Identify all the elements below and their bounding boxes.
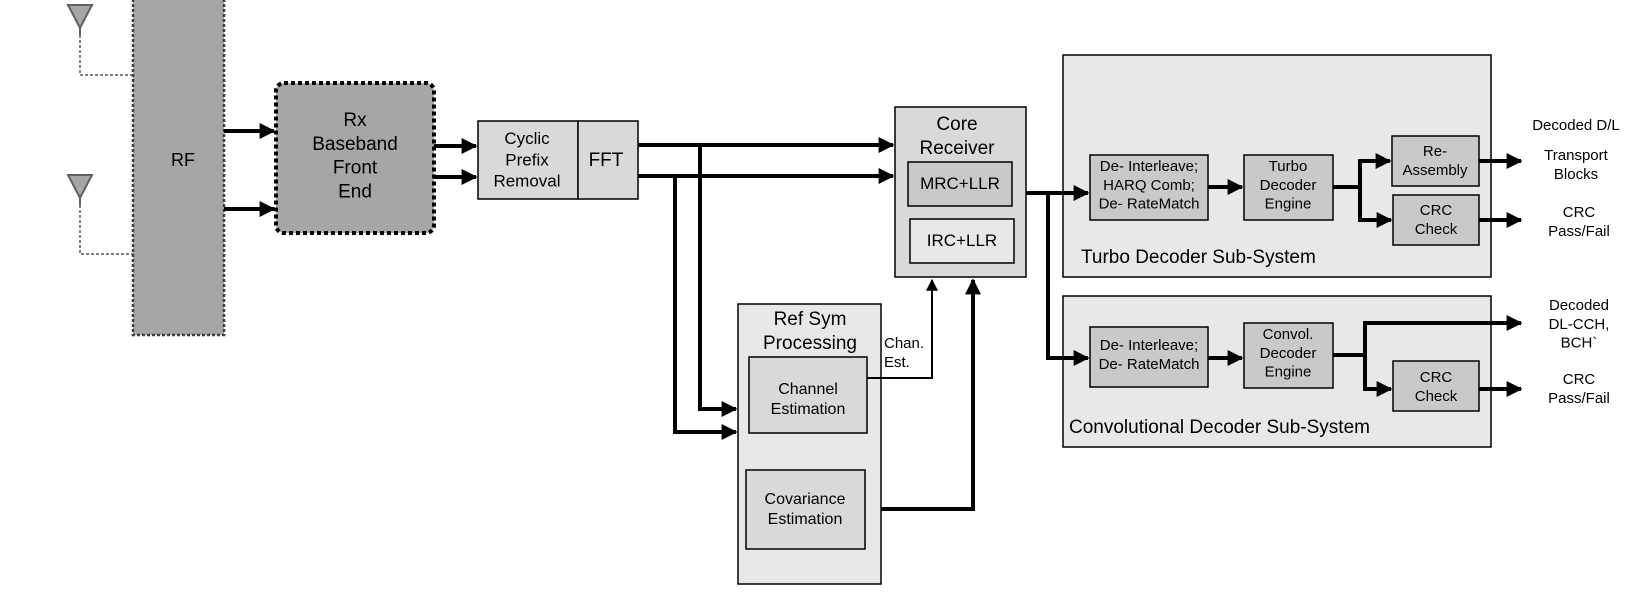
reassembly-block: [1391, 135, 1480, 187]
turbo-deinterleave-block: [1089, 154, 1209, 221]
conv-decoder-engine-block: [1243, 322, 1334, 389]
label-line: Est.: [884, 354, 910, 371]
mrc-llr-block: [907, 161, 1013, 207]
label-line: Removal: [493, 172, 560, 191]
label-line: HARQ Comb;: [1103, 177, 1195, 194]
label-line: Estimation: [771, 401, 846, 418]
label-line: Blocks: [1554, 166, 1598, 183]
label-line: Decoder: [1260, 345, 1317, 362]
label-line: Chan.: [884, 335, 924, 352]
label-line: IRC+LLR: [927, 231, 997, 250]
label-line: Engine: [1265, 364, 1312, 381]
label-line: Re-: [1423, 143, 1447, 160]
label-line: Channel: [778, 381, 838, 398]
label-line: Check: [1415, 221, 1458, 238]
label-line: Turbo Decoder Sub-System: [1081, 247, 1316, 268]
label-line: Estimation: [768, 511, 843, 528]
label-line: End: [338, 181, 372, 202]
label-line: Core: [936, 114, 977, 135]
conv-deinterleave-block: [1089, 326, 1209, 388]
chan-est-connector: [867, 278, 938, 379]
reassembly-label: Re- Assembly: [1402, 143, 1468, 179]
label-line: Transport: [1544, 147, 1608, 164]
label-line: Engine: [1265, 196, 1312, 213]
signal-connectors: [224, 123, 1523, 511]
cyclic-prefix-block: [477, 120, 579, 200]
conv-crc-check-block: [1392, 360, 1480, 412]
label-line: Decoded: [1549, 297, 1609, 314]
conv-subsystem-label: Convolutional Decoder Sub-System: [1069, 417, 1370, 438]
label-line: Prefix: [505, 150, 549, 169]
label-line: Ref Sym: [774, 309, 847, 330]
turbo-crc-check-label: CRC Check: [1415, 202, 1458, 238]
label-line: Receiver: [920, 138, 996, 159]
label-line: DL-CCH,: [1549, 316, 1610, 333]
turbo-decoder-engine-block: [1243, 154, 1334, 221]
turbo-deinterleave-label: De- Interleave; HARQ Comb; De- RateMatch: [1099, 158, 1200, 213]
turbo-crc-result-label: CRC Pass/Fail: [1548, 204, 1610, 240]
label-line: Pass/Fail: [1548, 390, 1610, 407]
label-line: CRC: [1563, 371, 1596, 388]
channel-estimation-block: [748, 356, 868, 434]
label-line: Front: [333, 158, 378, 179]
irc-llr-block: [909, 218, 1015, 264]
label-line: Convol.: [1263, 326, 1314, 343]
label-line: RF: [171, 150, 195, 170]
label-line: Covariance: [765, 491, 846, 508]
rf-label: RF: [171, 150, 195, 170]
antenna-icon: [66, 174, 133, 255]
label-line: CRC: [1563, 204, 1596, 221]
rx-baseband-frontend-block: [274, 81, 436, 235]
label-line: BCH`: [1561, 335, 1598, 352]
label-line: CRC: [1420, 202, 1453, 219]
label-line: CRC: [1420, 369, 1453, 386]
label-line: Decoder: [1260, 177, 1317, 194]
turbo-crc-check-block: [1392, 194, 1480, 246]
label-line: De- Interleave;: [1100, 158, 1198, 175]
conv-crc-check-label: CRC Check: [1415, 369, 1458, 405]
conv-crc-result-label: CRC Pass/Fail: [1548, 371, 1610, 407]
label-line: Check: [1415, 388, 1458, 405]
irc-llr-label: IRC+LLR: [927, 231, 997, 250]
label-line: Assembly: [1402, 162, 1468, 179]
label-line: MRC+LLR: [920, 174, 1000, 193]
covariance-estimation-block: [745, 469, 866, 550]
fft-block: [577, 120, 639, 200]
chan-est-label: Chan. Est.: [884, 335, 924, 371]
conv-deinterleave-label: De- Interleave; De- RateMatch: [1099, 337, 1200, 373]
label-line: Rx: [343, 110, 367, 131]
turbo-subsystem-label: Turbo Decoder Sub-System: [1081, 247, 1316, 268]
label-line: De- RateMatch: [1099, 196, 1200, 213]
rf-block: [131, 0, 226, 337]
mrc-llr-label: MRC+LLR: [920, 174, 1000, 193]
label-line: De- Interleave;: [1100, 337, 1198, 354]
label-line: De- RateMatch: [1099, 356, 1200, 373]
label-line: Convolutional Decoder Sub-System: [1069, 417, 1370, 438]
decoded-dl-label: Decoded D/L: [1532, 117, 1620, 134]
label-line: Pass/Fail: [1548, 223, 1610, 240]
label-line: FFT: [589, 150, 624, 171]
label-line: Turbo: [1269, 158, 1308, 175]
label-line: Cyclic: [504, 129, 550, 148]
label-line: Processing: [763, 333, 857, 354]
antenna-icon: [66, 4, 133, 76]
label-line: Baseband: [312, 134, 398, 155]
fft-label: FFT: [589, 150, 624, 171]
label-line: Decoded D/L: [1532, 117, 1620, 134]
